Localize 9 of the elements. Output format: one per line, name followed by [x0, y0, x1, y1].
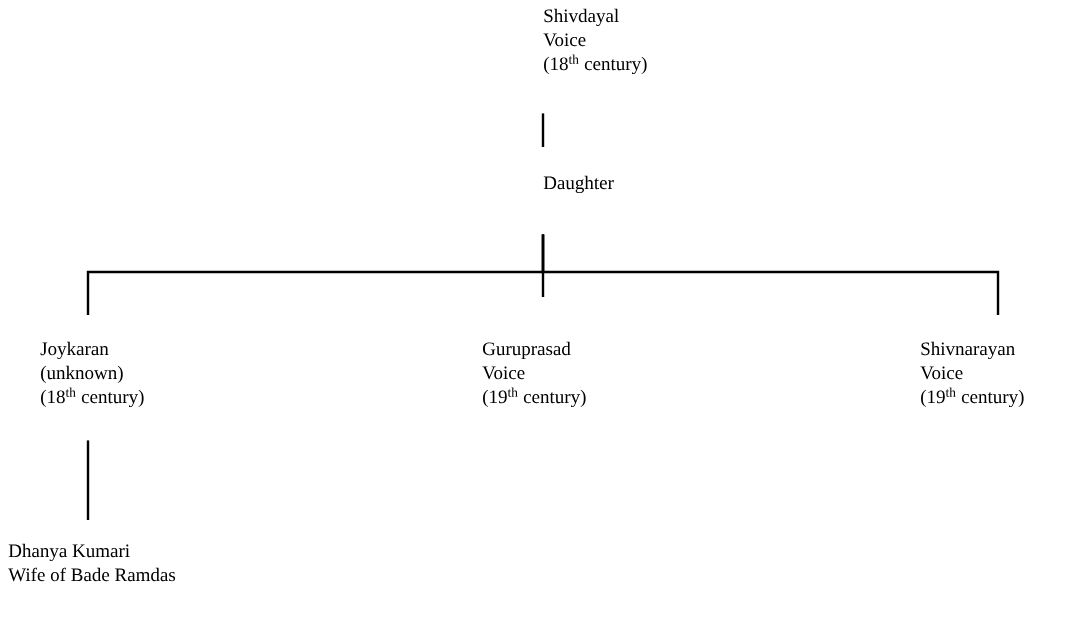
person-label: Shivnarayan Voice (19$^{th}$ century) [920, 341, 1024, 408]
person-label: Joykaran (unknown) (18$^{th}$ century) [40, 341, 144, 408]
person-label: Dhanya Kumari Wife of Bade Ramdas [8, 543, 176, 582]
connector-line [541, 113, 545, 147]
connector-line [541, 234, 1000, 315]
person-label: Daughter [543, 175, 614, 194]
person-label: Guruprasad Voice (19$^{th}$ century) [482, 341, 586, 408]
person-label: Shivdayal Voice (18$^{th}$ century) [543, 8, 647, 75]
connector-line [86, 440, 90, 520]
